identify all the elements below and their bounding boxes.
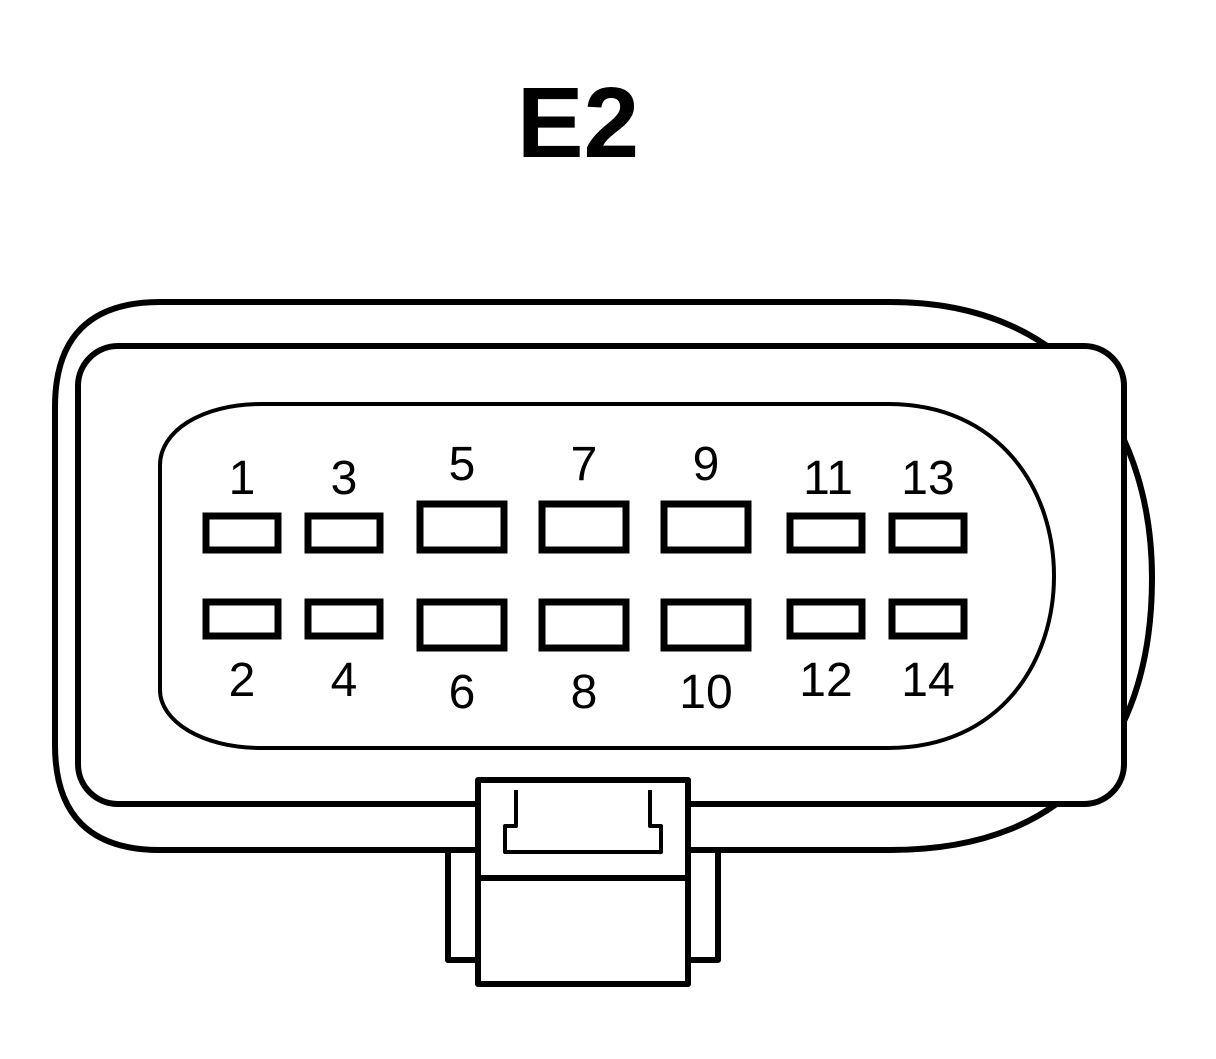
pin-label: 2 (229, 654, 256, 707)
connector-title: E2 (517, 67, 639, 179)
latch-tab (503, 790, 663, 854)
pin-label: 12 (799, 654, 852, 707)
pin-cavity (304, 598, 384, 640)
pin-label: 6 (449, 666, 476, 719)
pin-label: 9 (693, 438, 720, 491)
latch-body (475, 777, 691, 987)
pin-cavity (786, 598, 866, 640)
pin-cavities (202, 500, 968, 652)
pin-face (158, 402, 1056, 750)
pin-cavity (888, 512, 968, 554)
pin-label: 14 (901, 654, 954, 707)
pin-labels-bottom: 2 4 6 8 10 12 14 (229, 654, 955, 719)
pin-label: 1 (229, 452, 256, 505)
pin-label: 13 (901, 452, 954, 505)
pin-labels-top: 1 3 5 7 9 11 13 (229, 438, 955, 505)
pin-label: 8 (571, 666, 598, 719)
pin-label: 3 (331, 452, 358, 505)
pin-cavity (304, 512, 384, 554)
pin-label: 5 (449, 438, 476, 491)
pin-cavity (538, 598, 630, 652)
pin-cavity (538, 500, 630, 554)
pin-label: 7 (571, 438, 598, 491)
pin-label: 11 (803, 452, 853, 505)
pin-cavity (660, 598, 752, 652)
pin-cavity (202, 598, 282, 640)
pin-cavity (786, 512, 866, 554)
pin-cavity (888, 598, 968, 640)
pin-cavity (416, 500, 508, 554)
housing-inner-body (75, 343, 1127, 807)
pin-label: 10 (679, 666, 732, 719)
pin-cavity (202, 512, 282, 554)
pin-cavity (660, 500, 752, 554)
pin-cavity (416, 598, 508, 652)
pin-label: 4 (331, 654, 358, 707)
